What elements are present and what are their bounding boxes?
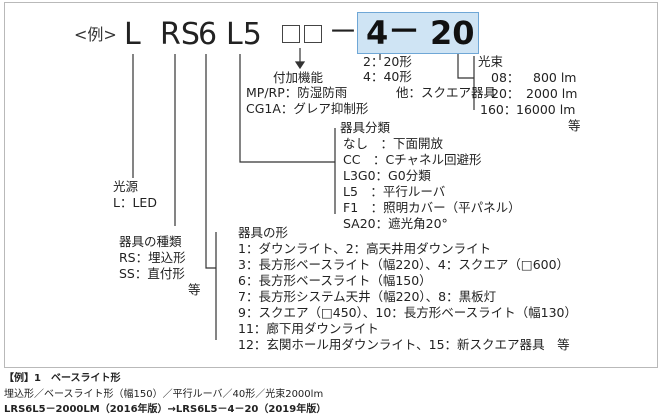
code-dash: －: [328, 15, 358, 50]
line-fixture-shape: [205, 54, 216, 269]
flux-etc: 等: [568, 118, 581, 133]
category-item-3: L5 ：平行ルーバ: [343, 184, 446, 199]
fixture-shape-item-5: 11：廊下用ダウンライト: [238, 321, 379, 336]
example-label: <例>: [74, 25, 117, 44]
category-item-5: SA20：遮光角20°: [343, 216, 448, 231]
category-title: 器具分類: [340, 120, 391, 135]
category-item-0: なし ：下面開放: [343, 136, 444, 151]
fixture-shape-item-2: 6：長方形ベースライト（幅150）: [238, 273, 432, 288]
category-item-1: CC ：Cチャネル回避形: [343, 152, 482, 167]
fixture-shape-item-3: 7：長方形システム天井（幅220）、8：黒板灯: [238, 289, 497, 304]
accessory-line2: CG1A：グレア抑制形: [246, 101, 369, 116]
fixture-shape-item-0: 1：ダウンライト、2：高天井用ダウンライト: [238, 241, 492, 256]
shape-size-other: 他：スクエア器具: [396, 85, 497, 100]
line-flux: [457, 54, 474, 79]
fixture-shape-title: 器具の形: [238, 225, 289, 240]
caption-line1: 埋込形／ベースライト形（幅150）／平行ルーバ／40形／光束2000lm: [4, 389, 324, 400]
code-L5: L5: [226, 17, 262, 52]
fixture-shape-item-1: 3：長方形ベースライト（幅220）、4：スクエア（□600）: [238, 257, 570, 272]
accessory-title: 付加機能: [273, 70, 324, 85]
code-RS: RS: [160, 17, 200, 52]
flux-code-1: 20：: [491, 86, 520, 101]
flux-value-0: 800 lm: [533, 70, 577, 85]
fixture-type-title: 器具の種類: [119, 234, 182, 249]
code-highlight-val: 20: [430, 14, 475, 52]
accessory-line1: MP/RP：防湿防雨: [246, 85, 348, 100]
category-item-4: F1 ：照明カバー（平パネル）: [343, 200, 521, 215]
shape-size-line1: 2：20形: [363, 54, 412, 69]
code-L: L: [124, 17, 141, 52]
category-item-2: L3G0：G0分類: [343, 168, 431, 183]
caption-title: 【例】1 ベースライト形: [4, 373, 121, 384]
accessory-slot-2: [304, 25, 322, 43]
fixture-type-item-1: SS：直付形: [119, 266, 185, 281]
code-highlight-num: 4: [366, 14, 389, 52]
flux-title: 光束: [478, 54, 504, 69]
line-category: [239, 54, 335, 163]
code-six: 6: [198, 17, 218, 52]
code-highlight-dash: －: [388, 12, 421, 50]
shape-size-line2: 4：40形: [363, 69, 412, 84]
fixture-shape-item-6: 12：玄関ホール用ダウンライト、15：新スクエア器具 等: [238, 337, 570, 352]
flux-value-1: 2000 lm: [526, 86, 578, 101]
light-source-title: 光源: [113, 179, 139, 194]
arrow-accessory-head: [294, 61, 306, 70]
accessory-slot-1: [282, 25, 300, 43]
caption-line2: LRS6L5－2000LM（2016年版）→LRS6L5－4－20（2019年版…: [4, 404, 327, 415]
highlight-box: 4 － 20: [357, 12, 479, 54]
flux-code-2: 160：: [480, 102, 517, 117]
fixture-type-etc: 等: [188, 282, 201, 297]
flux-code-0: 08：: [491, 70, 520, 85]
flux-value-2: 16000 lm: [516, 102, 576, 117]
light-source-item: L：LED: [113, 195, 157, 210]
diagram-frame: [4, 2, 658, 368]
fixture-shape-item-4: 9：スクエア（□450）、10：長方形ベースライト（幅130）: [238, 305, 578, 320]
fixture-type-item-0: RS：埋込形: [119, 250, 186, 265]
